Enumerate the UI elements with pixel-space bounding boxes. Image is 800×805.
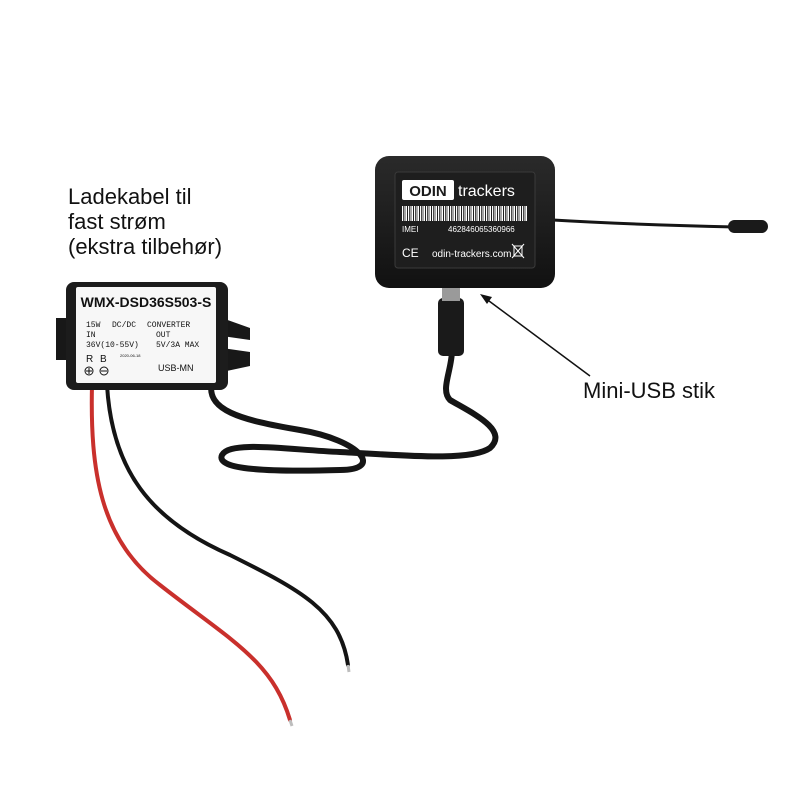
converter-usb-type: USB-MN	[158, 363, 194, 373]
barcode	[402, 206, 528, 221]
weee-bin-icon	[511, 243, 525, 259]
converter-label	[76, 287, 216, 383]
converter-pin-r: R	[86, 354, 93, 365]
converter-pin-b: B	[100, 354, 107, 365]
minus-terminal-icon	[99, 366, 109, 376]
antenna-wire	[552, 218, 736, 229]
converter-input-voltage: 36V(10-55V)	[86, 341, 139, 350]
converter-word: CONVERTER	[147, 321, 190, 330]
red-wire-tip	[288, 719, 294, 727]
converter-out-label: OUT	[156, 331, 171, 340]
ce-mark: CE	[402, 246, 419, 260]
logo-text: trackers	[458, 183, 515, 200]
converter-type: DC/DC	[112, 321, 136, 330]
charger-caption-line-1: Ladekabel til	[68, 184, 192, 209]
converter-output-spec: 5V/3A MAX	[156, 341, 199, 350]
charger-caption: Ladekabel til fast strøm (ekstra tilbehø…	[68, 184, 222, 259]
black-wire-tip	[346, 664, 351, 673]
connector-caption: Mini-USB stik	[583, 378, 716, 403]
imei-label: IMEI	[402, 225, 418, 234]
usb-plug-body	[438, 298, 464, 356]
charger-caption-line-3: (ekstra tilbehør)	[68, 234, 223, 259]
plus-terminal-icon	[84, 366, 94, 376]
logo-box	[402, 180, 454, 200]
website-text: odin-trackers.com	[432, 249, 511, 260]
pointer-arrow-head	[480, 294, 492, 304]
converter-date: 2020-06-18	[120, 353, 141, 358]
usb-cable	[208, 347, 499, 474]
red-wire	[89, 383, 292, 722]
converter-power: 15W	[86, 321, 101, 330]
converter-fin-right-top	[222, 318, 250, 340]
pointer-arrow-line	[484, 297, 591, 377]
logo-box-text: ODIN	[409, 183, 447, 200]
imei-number: 462846065360966	[448, 225, 515, 234]
converter-fin-right-bottom	[222, 348, 250, 372]
black-wire	[105, 383, 350, 667]
converter-in-label: IN	[86, 331, 96, 340]
antenna-tip	[728, 220, 768, 233]
converter-model: WMX-DSD36S503-S	[81, 294, 212, 310]
charger-caption-line-2: fast strøm	[68, 209, 166, 234]
